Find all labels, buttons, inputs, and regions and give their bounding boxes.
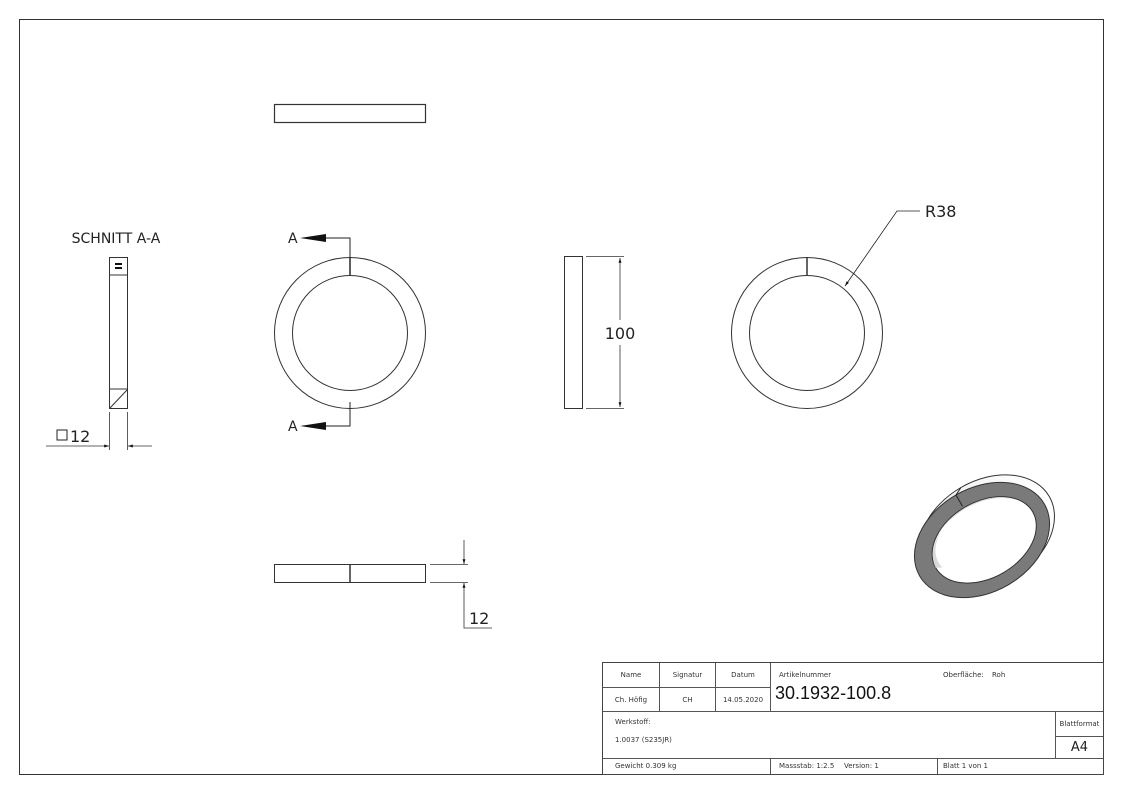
drawing-frame [19,19,1104,775]
section-marker-top: A [288,231,298,247]
version: Version: 1 [844,762,879,770]
gewicht: Gewicht 0.309 kg [603,759,771,774]
title-block: Name Signatur Datum Ch. Höfig CH 14.05.2… [602,662,1104,775]
datum-value: 14.05.2020 [716,688,771,712]
name-header: Name [603,663,660,688]
signatur-header: Signatur [660,663,716,688]
blatt: Blatt 1 von 1 [943,762,988,770]
artikel-area: Artikelnummer 30.1932-100.8 Oberfläche: … [771,663,1103,712]
square-symbol-icon [56,429,68,441]
dim-height-value: 100 [605,324,636,343]
blattformat-label: Blattformat [1056,712,1103,737]
side-view: 100 [564,256,636,409]
artikelnummer-value: 30.1932-100.8 [775,683,892,703]
section-marker-bottom: A [288,419,298,435]
massstab-version-cell: Massstab: 1:2.5 Version: 1 [771,759,938,774]
blattformat-value: A4 [1056,737,1103,759]
section-arrow-icon [300,234,326,242]
section-a-a-view: SCHNITT A-A 12 [46,231,161,450]
top-view [273,103,427,124]
section-arrow-icon [300,422,326,430]
werkstoff-area: Werkstoff: 1.0037 (S235JR) [603,712,1056,759]
datum-header: Datum [716,663,771,688]
bottom-view: 12 [274,540,492,629]
oberflaeche-value: Roh [992,671,1006,679]
back-view: R38 [731,202,956,409]
dim-thickness-value: 12 [469,609,489,628]
werkstoff-value: 1.0037 (S235JR) [615,736,672,744]
section-label: SCHNITT A-A [72,231,161,247]
dim-square-value: 12 [70,427,90,446]
artikelnummer-label: Artikelnummer [779,671,832,679]
oberflaeche-label: Oberfläche: [943,671,984,679]
signatur-value: CH [660,688,716,712]
name-value: Ch. Höfig [603,688,660,712]
dim-radius-value: R38 [925,202,956,221]
massstab: Massstab: 1:2.5 [779,762,835,770]
front-view: A A [274,231,426,435]
isometric-view [913,474,1055,599]
werkstoff-label: Werkstoff: [615,718,651,726]
